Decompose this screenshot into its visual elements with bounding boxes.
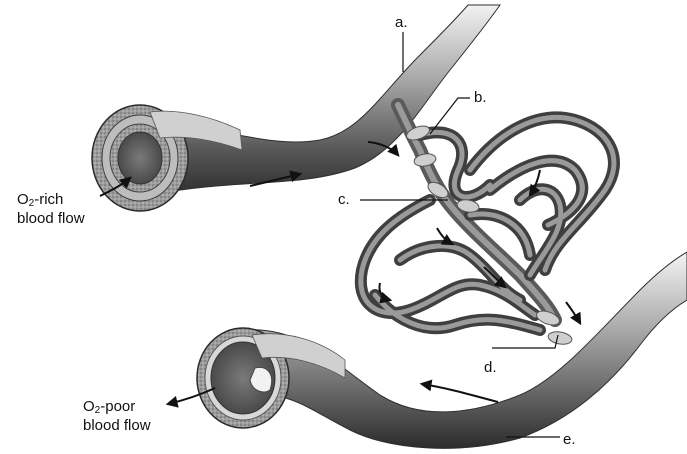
label-a: a. [395,15,408,30]
arrow-icon [566,302,580,323]
label-e: e. [563,432,576,447]
label-b: b. [474,90,487,105]
label-c: c. [338,192,350,207]
arrow-icon [422,384,498,402]
venule [197,252,687,448]
capillary-network [361,117,614,330]
label-d: d. [484,360,497,375]
o2-poor-label: O2-poor blood flow [83,397,151,435]
o2-rich-label: O2-rich blood flow [17,190,85,228]
